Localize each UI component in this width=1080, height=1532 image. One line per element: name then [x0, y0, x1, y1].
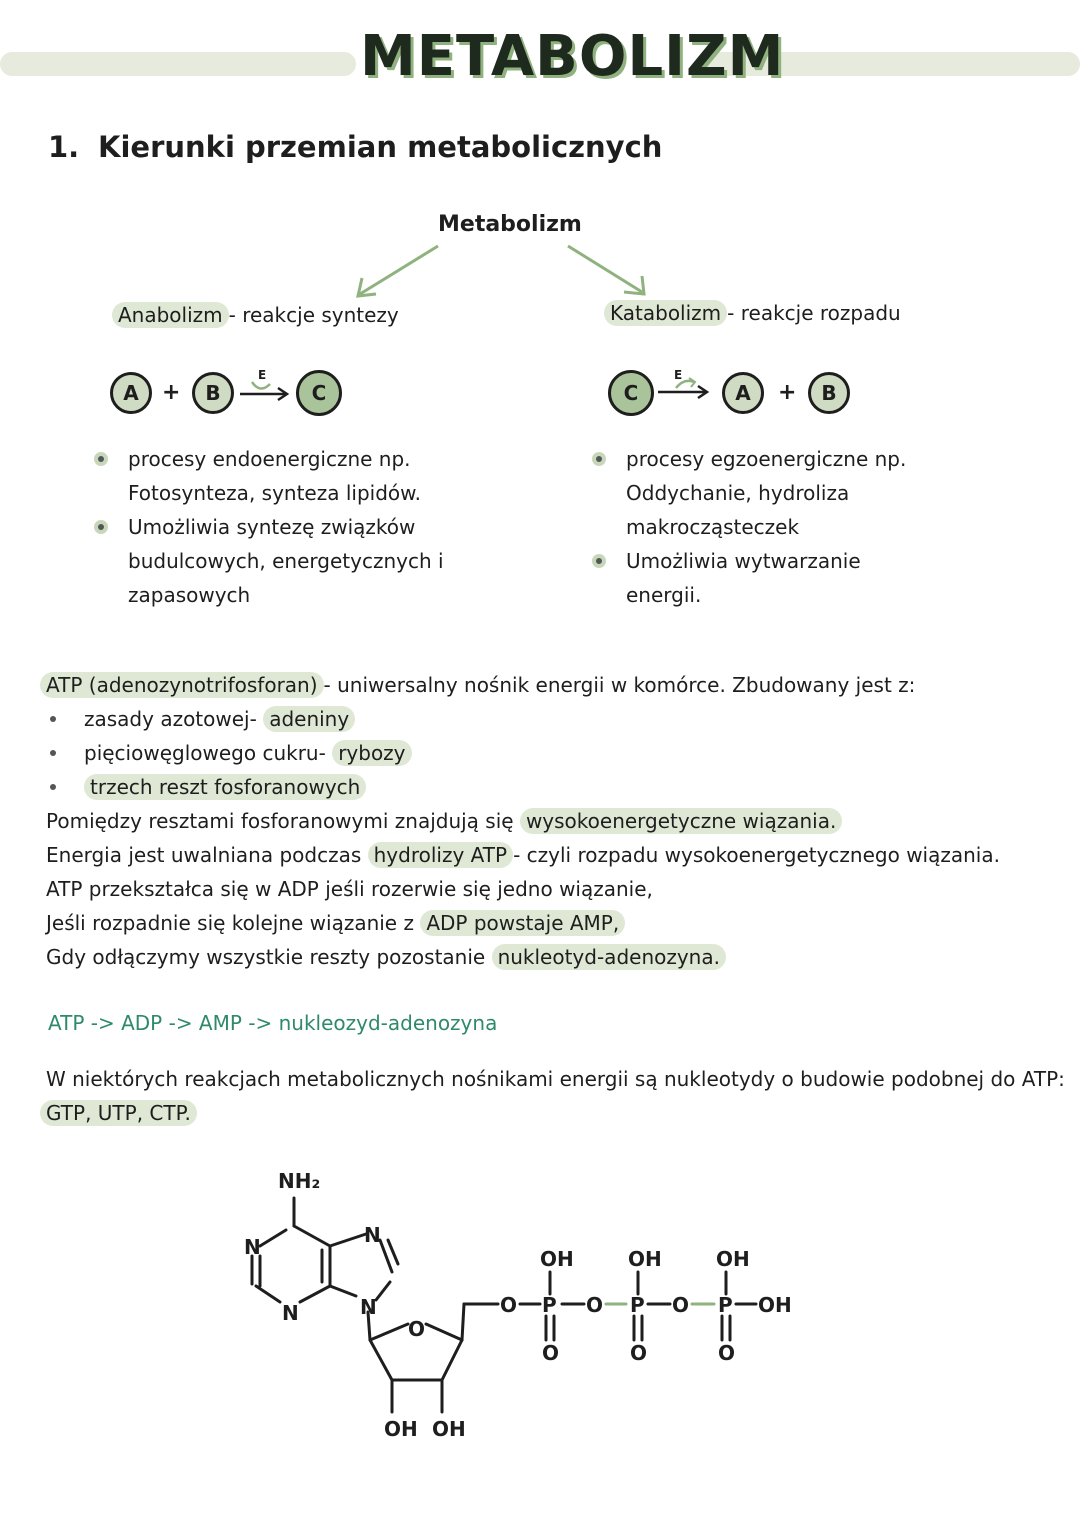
o-atom: O: [672, 1293, 689, 1317]
atp-line-2-text: Energia jest uwalniana podczas: [46, 843, 368, 867]
left-item-2-line: Umożliwia syntezę związków: [128, 515, 416, 539]
left-plus: +: [162, 380, 181, 405]
atp-item-3-highlight: trzech reszt fosforanowych: [84, 774, 367, 800]
oh-label: OH: [758, 1293, 792, 1317]
p-atom: P: [718, 1293, 733, 1317]
title-bar-left: [0, 52, 356, 76]
p-atom: P: [630, 1293, 645, 1317]
right-item-2-line: energii.: [626, 583, 702, 607]
o-atom: O: [718, 1341, 735, 1365]
atp-line-4-text: Jeśli rozpadnie się kolejne wiązanie z: [46, 911, 421, 935]
atp-item-2-text: pięciowęglowego cukru-: [84, 741, 333, 765]
left-item-1-line: procesy endoenergiczne np.: [128, 447, 411, 471]
atp-item-2-highlight: rybozy: [332, 740, 412, 766]
right-substrate-c: C: [608, 370, 654, 416]
atp-intro: ATP (adenozynotrifosforan)- uniwersalny …: [40, 668, 915, 702]
atp-line-4: Jeśli rozpadnie się kolejne wiązanie z A…: [46, 906, 626, 940]
other-carriers-list: GTP, UTP, CTP.: [40, 1096, 197, 1130]
atp-line-3: ATP przekształca się w ADP jeśli rozerwi…: [46, 877, 653, 901]
right-item-2: Umożliwia wytwarzanie energii.: [626, 544, 861, 612]
atp-item-3: trzech reszt fosforanowych: [84, 770, 367, 804]
atp-structure: NH₂ N N N N O OH OH O P O P O P OH OH OH…: [244, 1169, 792, 1441]
atp-line-2: Energia jest uwalniana podczas hydrolizy…: [46, 838, 1000, 872]
other-carriers-highlight: GTP, UTP, CTP.: [40, 1100, 197, 1126]
o-atom: O: [630, 1341, 647, 1365]
section-heading: Kierunki przemian metabolicznych: [98, 130, 663, 164]
o-atom: O: [542, 1341, 559, 1365]
atp-line-1-highlight: wysokoenergetyczne wiązania.: [519, 808, 843, 834]
left-reactant-b: B: [192, 372, 234, 414]
right-reaction-arrow: [658, 377, 710, 400]
nh2-label: NH₂: [278, 1169, 320, 1193]
oh-label: OH: [540, 1247, 574, 1271]
section-number: 1.: [48, 130, 80, 164]
atp-line-5-highlight: nukleotyd-adenozyna.: [491, 944, 726, 970]
atp-line-2-rest: - czyli rozpadu wysokoenergetycznego wią…: [513, 843, 1000, 867]
n-atom: N: [364, 1223, 381, 1247]
right-bullet-2: [592, 554, 606, 568]
left-item-1-line: Fotosynteza, synteza lipidów.: [128, 481, 422, 505]
left-product-c: C: [296, 370, 342, 416]
left-item-2-line: budulcowych, energetycznych i: [128, 549, 444, 573]
right-item-1: procesy egzoenergiczne np. Oddychanie, h…: [626, 442, 906, 544]
atp-bullet-2: [50, 750, 56, 756]
left-item-2-line: zapasowych: [128, 583, 251, 607]
right-item-1-line: Oddychanie, hydroliza: [626, 481, 850, 505]
anabolizm-desc: - reakcje syntezy: [228, 303, 399, 327]
katabolizm-title: Katabolizm- reakcje rozpadu: [604, 296, 901, 330]
atp-line-2-highlight: hydrolizy ATP: [367, 842, 514, 868]
left-item-1: procesy endoenergiczne np. Fotosynteza, …: [128, 442, 421, 510]
left-enzyme-label: E: [258, 368, 267, 382]
oh-label: OH: [384, 1417, 418, 1441]
n-atom: N: [360, 1295, 377, 1319]
other-carriers-text: W niektórych reakcjach metabolicznych no…: [46, 1067, 1065, 1091]
p-atom: P: [542, 1293, 557, 1317]
atp-intro-rest: - uniwersalny nośnik energii w komórce. …: [323, 673, 916, 697]
left-reactant-a: A: [110, 372, 152, 414]
left-bullet-2: [94, 520, 108, 534]
left-reaction-arrow: [240, 381, 290, 402]
atp-bullet-1: [50, 716, 56, 722]
left-item-2: Umożliwia syntezę związków budulcowych, …: [128, 510, 444, 612]
diagram-root: Metabolizm: [438, 212, 582, 237]
title-bar-right: [696, 52, 1080, 76]
n-atom: N: [244, 1235, 261, 1259]
atp-chain: ATP -> ADP -> AMP -> nukleozyd-adenozyna: [48, 1011, 498, 1035]
right-bullet-1: [592, 452, 606, 466]
page-title: METABOLIZM: [360, 24, 785, 89]
atp-item-1: zasady azotowej- adeniny: [84, 702, 356, 736]
atp-item-1-highlight: adeniny: [263, 706, 356, 732]
atp-line-1: Pomiędzy resztami fosforanowymi znajdują…: [46, 804, 843, 838]
atp-line-5-text: Gdy odłączymy wszystkie reszty pozostani…: [46, 945, 492, 969]
n-atom: N: [282, 1301, 299, 1325]
atp-intro-highlight: ATP (adenozynotrifosforan): [40, 672, 324, 698]
atp-item-2: pięciowęglowego cukru- rybozy: [84, 736, 412, 770]
right-item-2-line: Umożliwia wytwarzanie: [626, 549, 861, 573]
o-atom: O: [408, 1317, 425, 1341]
oh-label: OH: [716, 1247, 750, 1271]
o-atom: O: [586, 1293, 603, 1317]
atp-item-1-text: zasady azotowej-: [84, 707, 264, 731]
katabolizm-label: Katabolizm: [604, 300, 728, 326]
atp-line-4-highlight: ADP powstaje AMP,: [420, 910, 626, 936]
right-product-b: B: [808, 372, 850, 414]
right-product-a: A: [722, 372, 764, 414]
diagram-arrows: [356, 244, 646, 298]
right-enzyme-label: E: [674, 368, 683, 382]
right-item-1-line: procesy egzoenergiczne np.: [626, 447, 907, 471]
right-item-1-line: makrocząsteczek: [626, 515, 800, 539]
o-atom: O: [500, 1293, 517, 1317]
katabolizm-desc: - reakcje rozpadu: [727, 301, 901, 325]
anabolizm-title: Anabolizm- reakcje syntezy: [112, 298, 399, 332]
oh-label: OH: [628, 1247, 662, 1271]
left-bullet-1: [94, 452, 108, 466]
right-plus: +: [778, 380, 797, 405]
atp-line-1-text: Pomiędzy resztami fosforanowymi znajdują…: [46, 809, 520, 833]
anabolizm-label: Anabolizm: [112, 302, 229, 328]
atp-bullet-3: [50, 784, 56, 790]
oh-label: OH: [432, 1417, 466, 1441]
atp-line-5: Gdy odłączymy wszystkie reszty pozostani…: [46, 940, 726, 974]
